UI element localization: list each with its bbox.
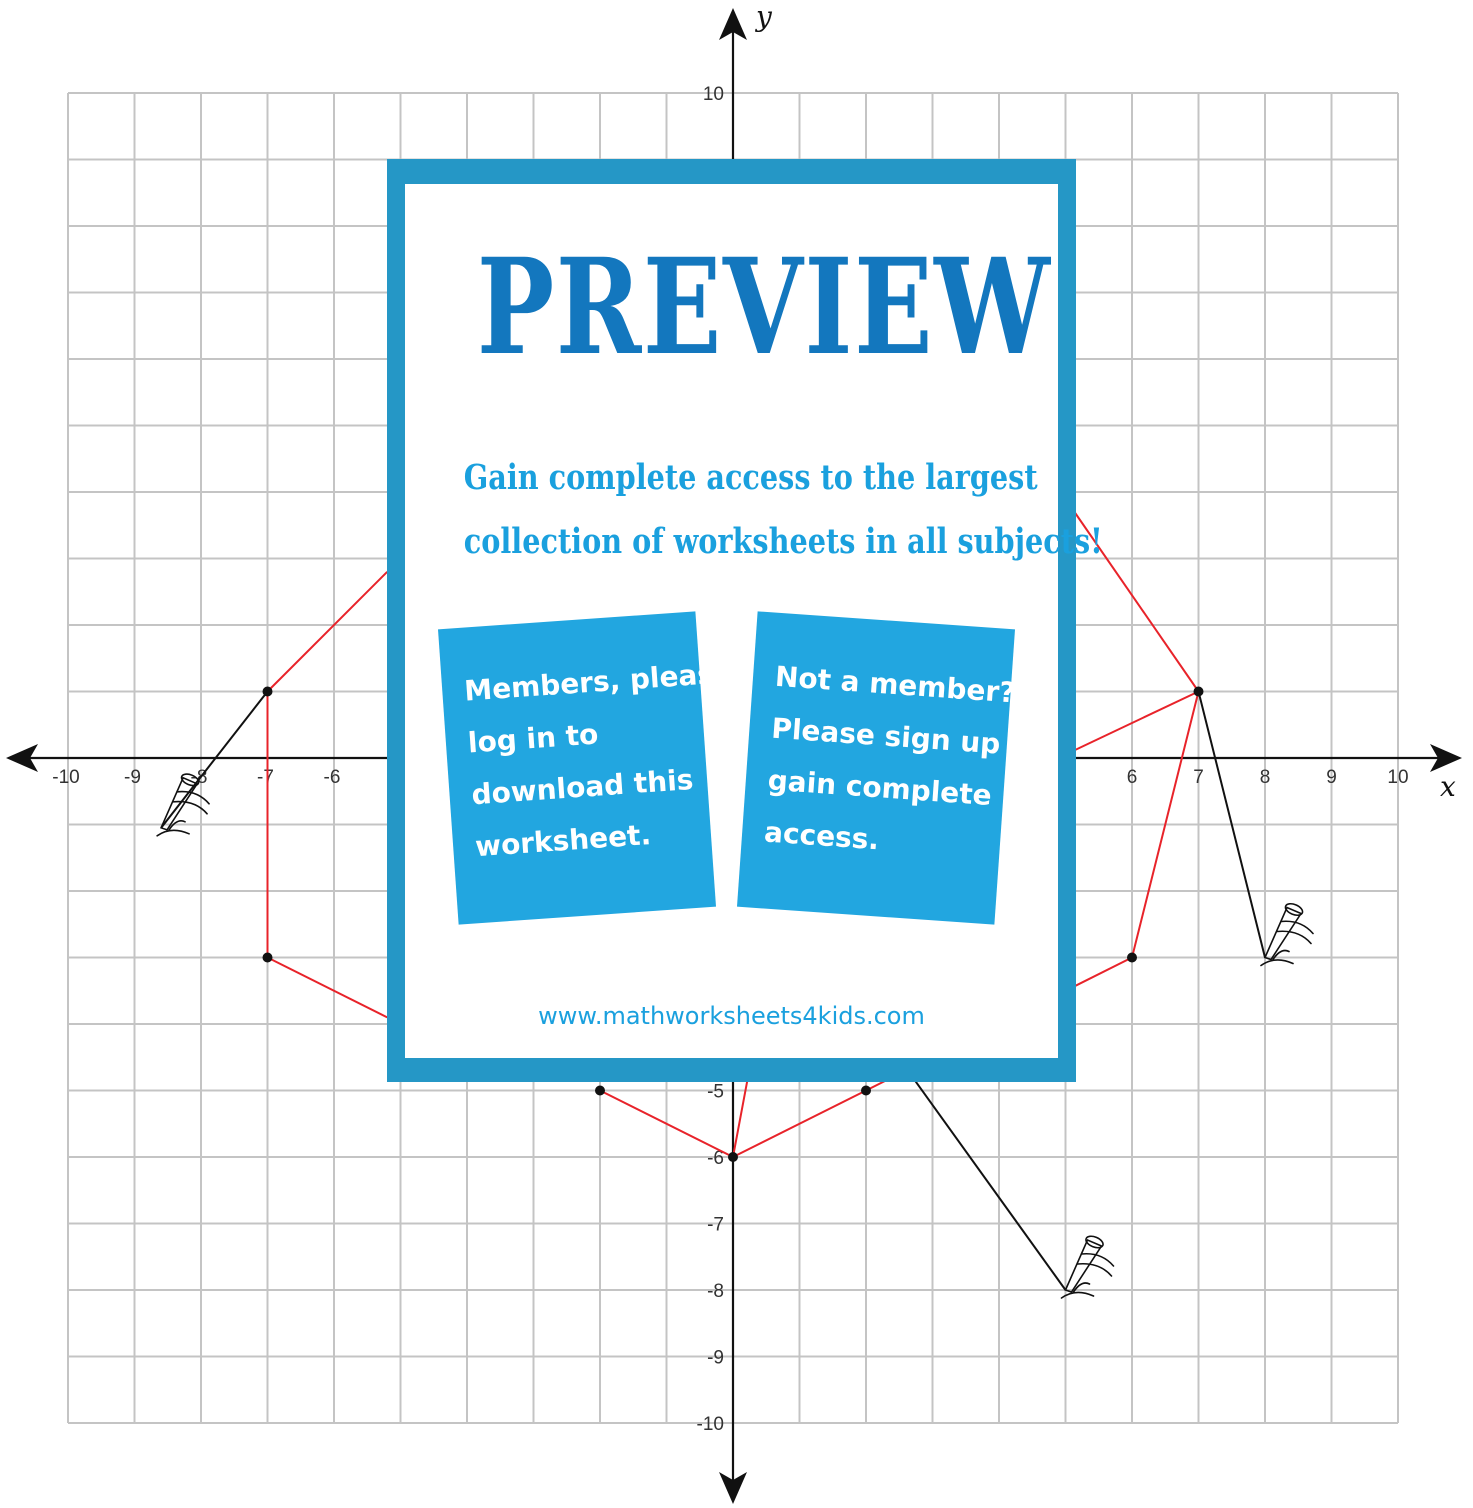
x-tick-label: 8 <box>1260 767 1271 788</box>
y-tick-label: -9 <box>707 1348 724 1369</box>
promo-text: Gain complete access to the largest coll… <box>405 446 1103 574</box>
y-tick-label: -6 <box>707 1148 724 1169</box>
pencil-marks <box>156 790 210 837</box>
y-axis-label: y <box>754 0 773 33</box>
point-marker <box>262 686 273 697</box>
promo-line: Gain complete access to the largest <box>463 457 1038 498</box>
x-tick-label: 9 <box>1326 767 1337 788</box>
pencil-icon <box>1060 1235 1115 1299</box>
x-tick-label: -6 <box>324 767 341 788</box>
x-tick-label: 6 <box>1127 767 1138 788</box>
shape-segment <box>1071 690 1199 753</box>
y-tick-label: -7 <box>707 1215 724 1236</box>
point-marker <box>1193 686 1204 697</box>
shape-segment <box>732 1089 867 1158</box>
point-marker <box>262 952 273 963</box>
pencils <box>156 773 1314 1299</box>
pencil-marks <box>1060 1252 1115 1299</box>
preview-overlay: PREVIEW Gain complete access to the larg… <box>387 159 1103 1082</box>
preview-card: PREVIEW Gain complete access to the larg… <box>405 184 1103 1058</box>
y-tick-label: -8 <box>707 1281 724 1302</box>
pencil-cap <box>1085 1235 1104 1249</box>
site-url-link[interactable]: www.mathworksheets4kids.com <box>538 1002 925 1030</box>
point-marker <box>1127 952 1137 963</box>
pencil-marks <box>1260 920 1314 967</box>
shape-segment <box>1071 956 1133 989</box>
point-marker <box>861 1085 871 1096</box>
x-axis-arrow-right <box>1430 744 1462 772</box>
points <box>262 686 1204 1162</box>
point-marker <box>728 1152 738 1162</box>
y-tick-label: -10 <box>697 1414 724 1435</box>
path-segment <box>911 1076 1067 1291</box>
point-marker <box>595 1085 605 1096</box>
shape-segment <box>599 1089 734 1158</box>
shape-segment <box>267 956 388 1019</box>
pencil-icon <box>156 773 210 837</box>
y-tick-label: 10 <box>703 84 724 105</box>
promo-line: collection of worksheets in all subjects… <box>463 521 1103 562</box>
shape-segment <box>1131 691 1200 958</box>
path-segment <box>1197 691 1266 958</box>
x-tick-label: -7 <box>257 767 274 788</box>
y-tick-label: -5 <box>707 1082 724 1103</box>
pencil-icon <box>1260 902 1314 967</box>
x-axis-arrow-left <box>6 744 38 772</box>
x-tick-label: 7 <box>1193 767 1204 788</box>
path-segment <box>160 690 269 829</box>
red-shape <box>266 508 1200 1158</box>
shape-segment <box>1071 508 1200 693</box>
y-axis-arrow-up <box>719 8 747 40</box>
x-tick-label: -10 <box>52 767 79 788</box>
pencil-cap <box>1284 902 1304 917</box>
x-tick-label: 10 <box>1387 767 1408 788</box>
preview-title: PREVIEW <box>476 230 1052 385</box>
pencil-cap <box>180 773 200 787</box>
y-axis-arrow-down <box>719 1472 747 1504</box>
shape-segment <box>266 571 388 693</box>
black-paths <box>160 690 1266 1291</box>
members-login-card[interactable]: Members, please log in to download this … <box>437 611 734 925</box>
signup-card[interactable]: Not a member? Please sign up to gain com… <box>736 611 1044 925</box>
x-axis-label: x <box>1440 770 1456 803</box>
x-tick-label: -9 <box>124 767 141 788</box>
